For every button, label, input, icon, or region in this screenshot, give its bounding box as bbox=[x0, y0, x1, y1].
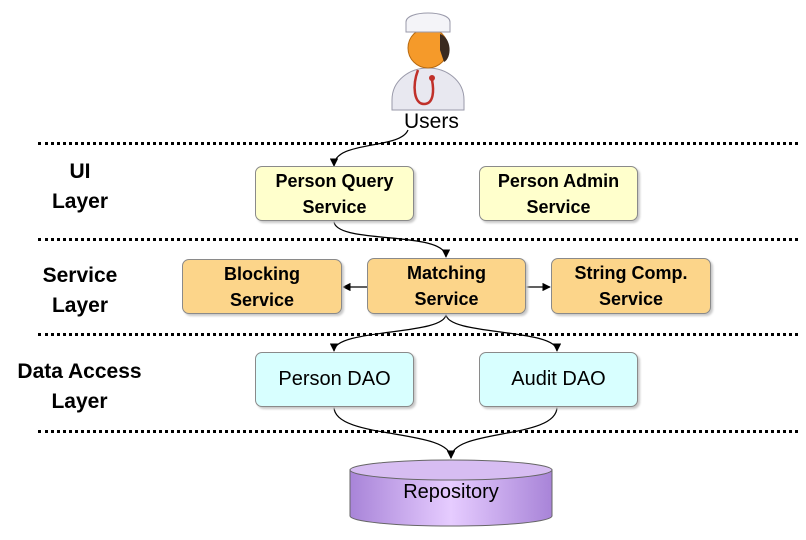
arrow-matching-to-persondao bbox=[329, 313, 447, 352]
users-label: Users bbox=[404, 110, 459, 133]
arrow-matching-to-auditdao bbox=[445, 313, 562, 352]
layer-label-ui: UI Layer bbox=[51, 160, 109, 213]
person-query-service-box[interactable]: Person Query Service bbox=[255, 166, 414, 221]
arrow-persondao-to-repo bbox=[333, 406, 456, 459]
doctor-icon bbox=[391, 12, 465, 111]
person-query-service-label: Person Query Service bbox=[275, 170, 394, 217]
arrow-query-to-matching bbox=[333, 220, 451, 258]
blocking-service-box[interactable]: Blocking Service bbox=[182, 259, 342, 314]
matching-service-box[interactable]: Matching Service bbox=[367, 258, 526, 314]
person-admin-service-box[interactable]: Person Admin Service bbox=[479, 166, 638, 221]
matching-service-label: Matching Service bbox=[407, 263, 486, 309]
person-dao-label: Person DAO bbox=[278, 368, 391, 390]
divider-bottom bbox=[38, 430, 798, 433]
audit-dao-label: Audit DAO bbox=[511, 368, 606, 390]
divider-ui-service bbox=[38, 238, 798, 241]
layer-label-data-access: Data Access Layer bbox=[17, 360, 142, 413]
blocking-service-label: Blocking Service bbox=[223, 263, 300, 310]
divider-top bbox=[38, 142, 798, 145]
person-dao-box[interactable]: Person DAO bbox=[255, 352, 414, 407]
string-comp-service-label: String Comp. Service bbox=[574, 263, 688, 309]
audit-dao-box[interactable]: Audit DAO bbox=[479, 352, 638, 407]
string-comp-service-box[interactable]: String Comp. Service bbox=[551, 258, 711, 314]
repository-label: Repository bbox=[403, 481, 499, 503]
person-admin-service-label: Person Admin Service bbox=[497, 170, 620, 217]
divider-service-data bbox=[38, 333, 798, 336]
repository-cylinder bbox=[349, 459, 553, 527]
layer-label-service: Service Layer bbox=[42, 264, 118, 317]
arrow-users-to-query bbox=[329, 129, 409, 167]
arrow-auditdao-to-repo bbox=[446, 406, 558, 459]
